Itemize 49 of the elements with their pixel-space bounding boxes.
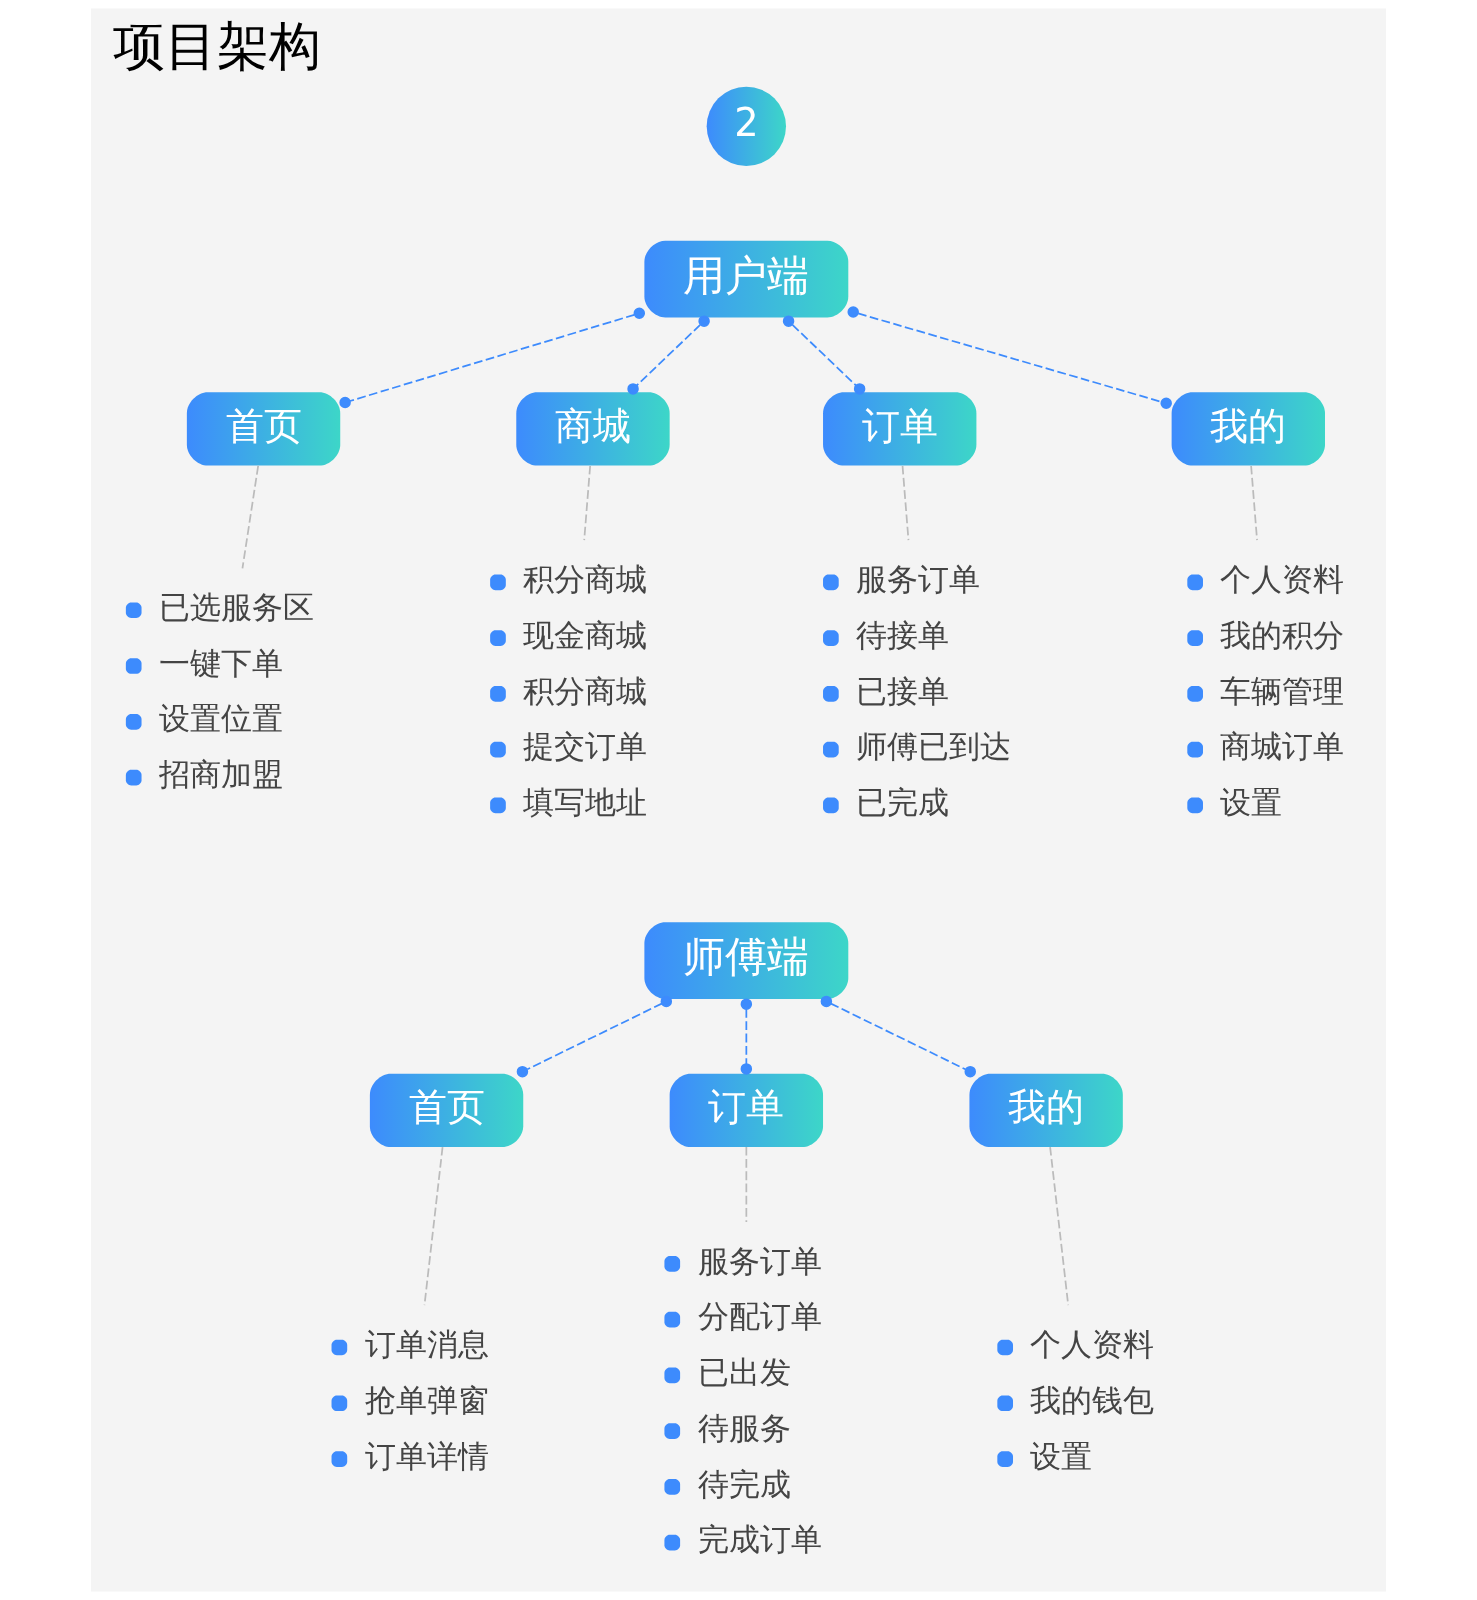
node-label: 完成订单 xyxy=(697,1521,822,1558)
node-box: 订单 xyxy=(669,1073,824,1148)
node-label: 我的钱包 xyxy=(1030,1381,1155,1418)
diagram-title: 项目架构 xyxy=(113,15,322,77)
connector xyxy=(820,995,976,1078)
node-box: 首页 xyxy=(186,392,341,466)
node-label: 设置 xyxy=(1220,784,1283,821)
node-label: 个人资料 xyxy=(1030,1326,1155,1363)
node-label: 我的积分 xyxy=(1220,616,1345,653)
node-label: 积分商城 xyxy=(523,561,648,598)
node-label: 师傅已到达 xyxy=(856,728,1012,765)
node-label: 抢单弹窗 xyxy=(364,1381,489,1418)
node-box: 我的 xyxy=(1171,392,1325,466)
connector xyxy=(740,998,753,1075)
node-box: 用户端 xyxy=(644,240,849,318)
node-label: 服务订单 xyxy=(697,1242,822,1279)
node-label: 提交订单 xyxy=(523,728,648,765)
node-box: 商城 xyxy=(516,392,670,466)
node-label: 车辆管理 xyxy=(1220,672,1345,709)
node-box: 我的 xyxy=(969,1073,1123,1148)
node-box: 订单 xyxy=(823,392,977,466)
label: 2 xyxy=(734,100,759,146)
connector xyxy=(516,995,673,1078)
node-label: 订单详情 xyxy=(364,1437,489,1474)
connector xyxy=(847,306,1172,410)
node-label: 已完成 xyxy=(856,784,950,821)
connector xyxy=(627,315,710,395)
node-label: 个人资料 xyxy=(1220,561,1345,598)
node-label: 填写地址 xyxy=(523,784,648,821)
node-label: 待接单 xyxy=(856,616,950,653)
node-label: 已选服务区 xyxy=(158,588,314,625)
node-label: 分配订单 xyxy=(697,1298,822,1335)
node-label: 设置位置 xyxy=(158,700,283,737)
node-label: 商城订单 xyxy=(1220,728,1345,765)
node-label: 招商加盟 xyxy=(158,756,283,793)
node-label: 积分商城 xyxy=(523,672,648,709)
node-box: 师傅端 xyxy=(644,922,849,999)
node-label: 一键下单 xyxy=(158,644,283,681)
node-label: 已出发 xyxy=(697,1354,791,1391)
node-label: 待完成 xyxy=(697,1465,791,1502)
node-box: 首页 xyxy=(369,1073,524,1148)
connector xyxy=(339,307,646,409)
node-label: 已接单 xyxy=(856,672,950,709)
node-label: 设置 xyxy=(1030,1437,1093,1474)
node-label: 现金商城 xyxy=(523,616,648,653)
node-label: 待服务 xyxy=(697,1409,791,1446)
connector xyxy=(782,315,866,395)
node-label: 订单消息 xyxy=(364,1326,489,1363)
node-label: 服务订单 xyxy=(856,561,981,598)
